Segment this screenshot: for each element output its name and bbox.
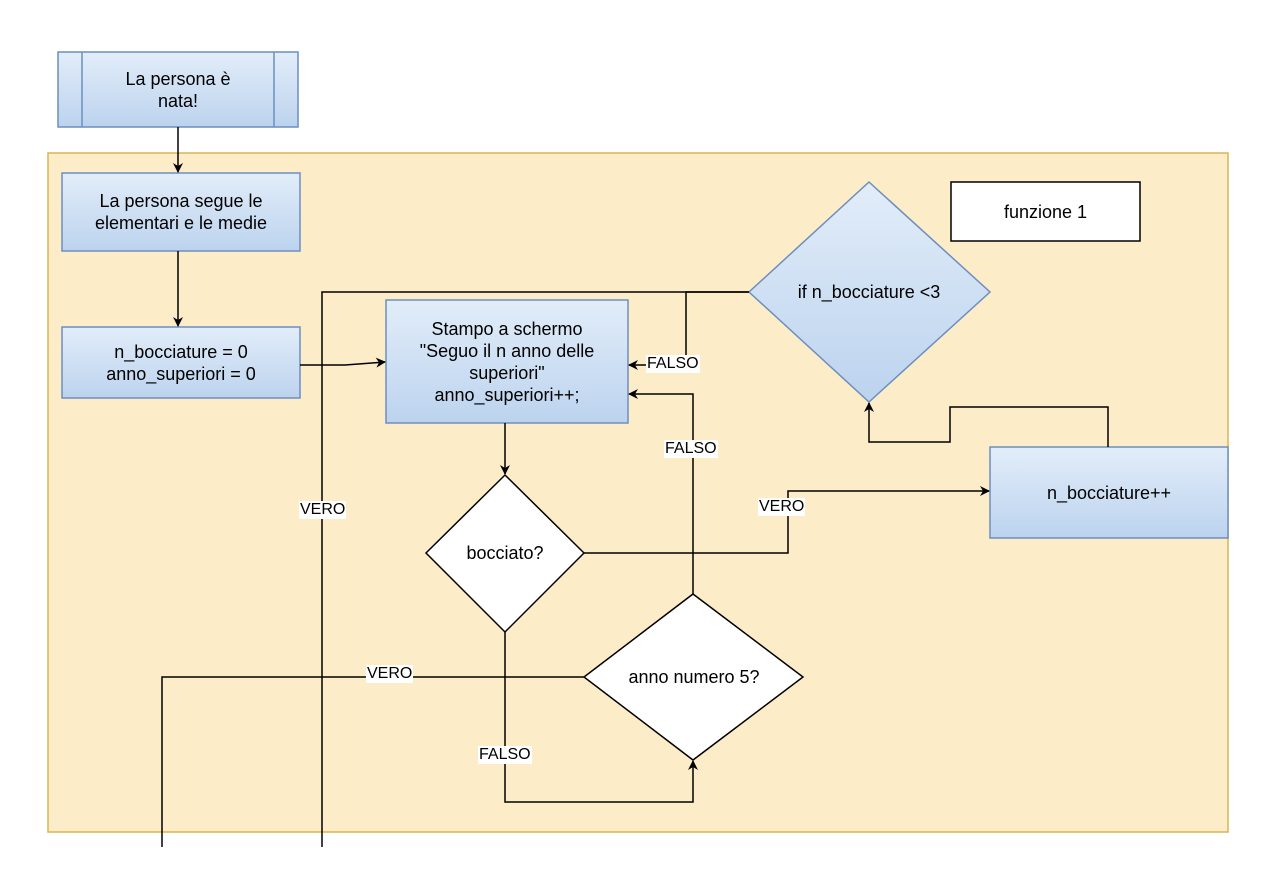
school-node[interactable] — [61, 172, 301, 252]
print-year-node[interactable] — [385, 299, 629, 424]
edge-label-year-five-false: FALSO — [664, 440, 718, 458]
edge-increment-to-limit — [864, 402, 1109, 447]
edge-failed-false — [504, 632, 698, 803]
init-node[interactable] — [61, 326, 301, 399]
edge-label-limit-false: FALSO — [646, 355, 700, 373]
edge-label-year-five-true: VERO — [366, 665, 414, 683]
edge-limit-true — [321, 291, 749, 847]
start-node[interactable] — [57, 51, 299, 128]
edge-year-five-true — [161, 676, 584, 847]
increment-node[interactable] — [989, 446, 1229, 539]
function-label-box — [950, 181, 1141, 242]
edge-label-limit-true: VERO — [299, 501, 347, 519]
edge-label-failed-false: FALSO — [478, 746, 532, 764]
edge-label-failed-true: VERO — [758, 498, 806, 516]
edge-failed-true — [584, 486, 990, 554]
edge-init-to-print — [300, 357, 386, 368]
edge-year-five-false — [628, 389, 694, 594]
